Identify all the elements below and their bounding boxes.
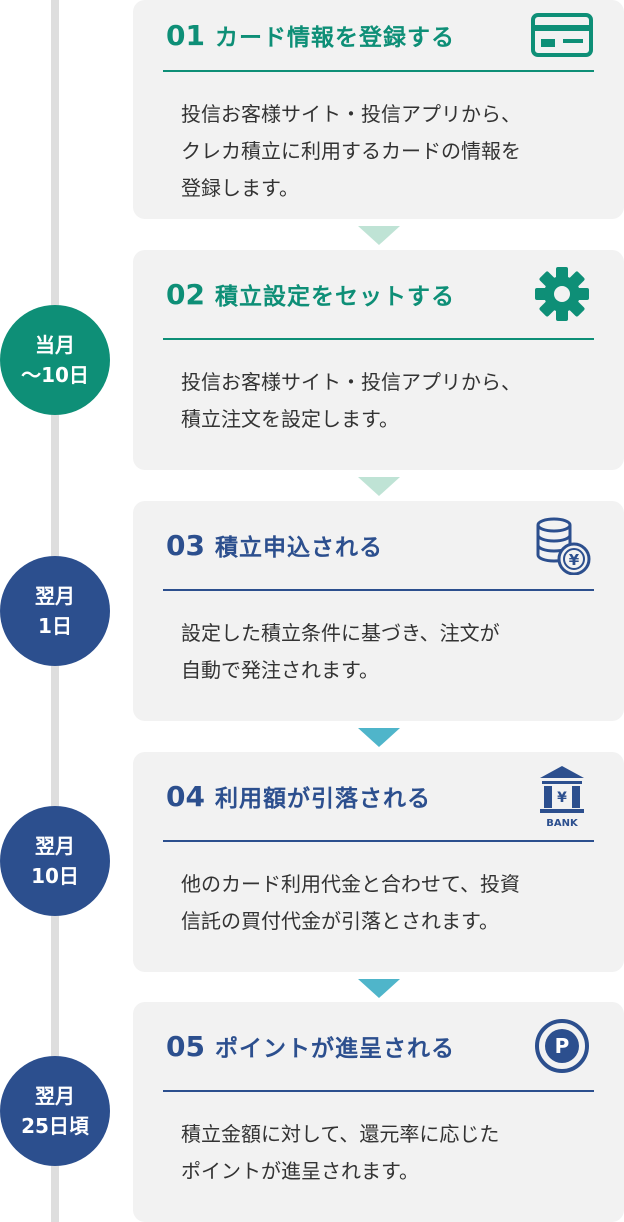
badge-line: 翌月 <box>35 834 75 858</box>
step-number: 03 <box>166 529 205 562</box>
step-description: 設定した積立条件に基づき、注文が 自動で発注されます。 <box>163 591 594 689</box>
step-title: 01 カード情報を登録する <box>166 18 455 52</box>
badge-line: 10日 <box>31 864 79 888</box>
timing-badge-next-month-1: 翌月 1日 <box>0 556 110 666</box>
step-title: 04 利用額が引落される <box>166 779 431 813</box>
description-line: 他のカード利用代金と合わせて、投資 <box>181 872 520 896</box>
timing-badge-next-month-10: 翌月 10日 <box>0 806 110 916</box>
timing-badge-next-month-25: 翌月 25日頃 <box>0 1056 110 1166</box>
description-line: 登録します。 <box>181 176 299 200</box>
step-description: 積立金額に対して、還元率に応じた ポイントが進呈されます。 <box>163 1092 594 1190</box>
step-arrow <box>358 728 400 747</box>
step-card-01: 01 カード情報を登録する 投信お客様サイト・投信アプリから、 クレカ積立に利用す… <box>133 0 624 219</box>
step-number: 05 <box>166 1030 205 1063</box>
description-line: 信託の買付代金が引落とされます。 <box>181 909 499 933</box>
svg-text:BANK: BANK <box>546 818 579 828</box>
step-description: 他のカード利用代金と合わせて、投資 信託の買付代金が引落とされます。 <box>163 842 594 940</box>
step-card-02: 02 積立設定をセットする 投信お客様サイト・投信アプリから、 <box>133 250 624 470</box>
step-label: 利用額が引落される <box>214 786 431 812</box>
svg-text:P: P <box>555 1034 570 1058</box>
description-line: 設定した積立条件に基づき、注文が <box>181 621 500 645</box>
description-line: 投信お客様サイト・投信アプリから、 <box>181 370 521 394</box>
description-line: 自動で発注されます。 <box>181 658 379 682</box>
step-header: 01 カード情報を登録する <box>163 0 594 72</box>
bank-icon: ¥ BANK <box>530 766 594 828</box>
timing-badge-this-month: 当月 〜10日 <box>0 305 110 415</box>
step-card-04: 04 利用額が引落される ¥ BANK 他のカード利用代金と合わせて、投資 信託の… <box>133 752 624 972</box>
badge-line: 1日 <box>38 614 72 638</box>
badge-line: 翌月 <box>35 584 75 608</box>
point-p-icon: P <box>530 1019 594 1073</box>
step-number: 04 <box>166 780 205 813</box>
credit-card-icon <box>530 9 594 61</box>
coins-yen-icon: ¥ <box>530 517 594 575</box>
step-label: 積立設定をセットする <box>214 284 455 310</box>
step-number: 02 <box>166 278 205 311</box>
description-line: クレカ積立に利用するカードの情報を <box>181 139 521 163</box>
step-card-05: 05 ポイントが進呈される P 積立金額に対して、還元率に応じた ポイントが進呈さ… <box>133 1002 624 1222</box>
description-line: 投信お客様サイト・投信アプリから、 <box>181 102 521 126</box>
step-label: 積立申込される <box>214 535 383 561</box>
step-header: 02 積立設定をセットする <box>163 250 594 340</box>
step-title: 02 積立設定をセットする <box>166 277 455 311</box>
description-line: 積立注文を設定します。 <box>181 407 399 431</box>
step-label: カード情報を登録する <box>214 25 455 51</box>
gear-icon <box>530 267 594 321</box>
step-number: 01 <box>166 19 205 52</box>
step-arrow <box>358 979 400 998</box>
badge-line: 当月 <box>35 333 75 357</box>
svg-text:¥: ¥ <box>557 790 567 806</box>
step-label: ポイントが進呈される <box>214 1036 455 1062</box>
step-description: 投信お客様サイト・投信アプリから、 積立注文を設定します。 <box>163 340 594 438</box>
badge-line: 〜10日 <box>21 363 89 387</box>
step-card-03: 03 積立申込される ¥ 設定した積立条件に基づき、注文が 自動で発注されます。 <box>133 501 624 721</box>
step-arrow <box>358 226 400 245</box>
step-header: 04 利用額が引落される ¥ BANK <box>163 752 594 842</box>
step-description: 投信お客様サイト・投信アプリから、 クレカ積立に利用するカードの情報を 登録しま… <box>163 72 594 207</box>
step-header: 03 積立申込される ¥ <box>163 501 594 591</box>
description-line: ポイントが進呈されます。 <box>181 1159 419 1183</box>
svg-text:¥: ¥ <box>569 551 580 569</box>
step-arrow <box>358 477 400 496</box>
badge-line: 翌月 <box>35 1084 75 1108</box>
step-title: 05 ポイントが進呈される <box>166 1029 455 1063</box>
step-title: 03 積立申込される <box>166 528 383 562</box>
badge-line: 25日頃 <box>21 1114 89 1138</box>
description-line: 積立金額に対して、還元率に応じた <box>181 1122 500 1146</box>
step-header: 05 ポイントが進呈される P <box>163 1002 594 1092</box>
